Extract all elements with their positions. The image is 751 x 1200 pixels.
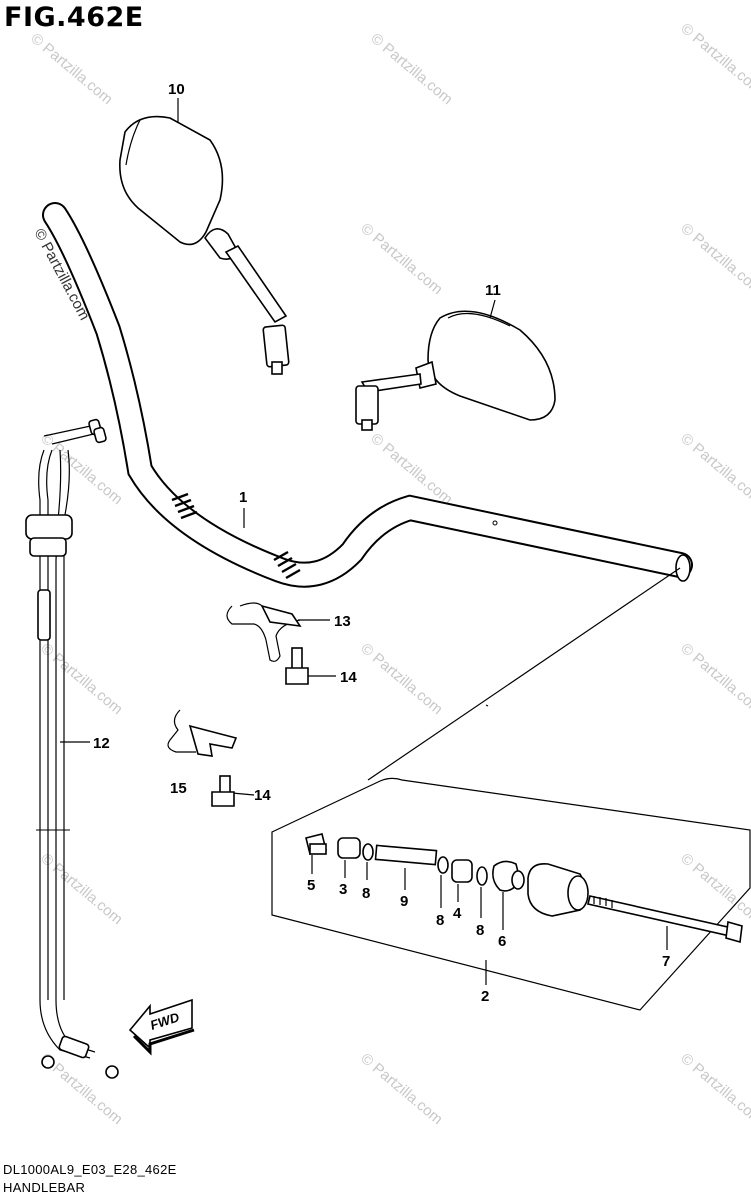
knurl-band — [171, 492, 301, 580]
callout-15: 15 — [170, 780, 187, 797]
callout-8a: 8 — [362, 885, 370, 902]
callout-8c: 8 — [476, 922, 484, 939]
watermark: © Partzilla.com — [37, 640, 125, 718]
callout-3: 3 — [339, 881, 347, 898]
exploded-leaders — [311, 855, 668, 950]
callout-1: 1 — [239, 489, 247, 506]
throttle-cable-part-12 — [25, 418, 119, 1079]
watermark: © Partzilla.com — [677, 430, 751, 508]
watermark: © Partzilla.com — [37, 430, 125, 508]
watermark: © Partzilla.com — [677, 640, 751, 718]
watermark: © Partzilla.com — [27, 30, 115, 108]
leader-lines — [60, 98, 496, 796]
callout-labels: 10 11 1 13 14 12 15 14 5 3 8 9 8 4 8 6 7… — [93, 81, 670, 1005]
callout-13: 13 — [334, 613, 351, 630]
mirror-right-part-11 — [355, 310, 556, 431]
watermark: © Partzilla.com — [677, 220, 751, 298]
callout-12: 12 — [93, 735, 110, 752]
callout-14b: 14 — [254, 787, 271, 804]
callout-8b: 8 — [436, 912, 444, 929]
collar-part-3 — [337, 837, 361, 859]
figure-name: HANDLEBAR — [3, 1180, 86, 1195]
fwd-arrow-icon: FWD — [128, 998, 195, 1056]
balancer-part-2 — [527, 862, 589, 917]
watermark: © Partzilla.com — [677, 850, 751, 928]
callout-10: 10 — [168, 81, 185, 98]
washer-part-8c — [476, 866, 488, 886]
bar-end-parts — [305, 833, 743, 944]
callout-5: 5 — [307, 877, 315, 894]
callout-7: 7 — [662, 953, 670, 970]
bar-end-assembly-box — [271, 567, 751, 1011]
figure-title: FIG.462E — [4, 2, 144, 33]
bolt-part-14-lower — [211, 775, 235, 807]
callout-2: 2 — [481, 988, 489, 1005]
callout-9: 9 — [400, 893, 408, 910]
callout-6: 6 — [498, 933, 506, 950]
callout-11: 11 — [485, 282, 501, 299]
cushion-part-6 — [492, 860, 525, 892]
washer-part-8a — [362, 843, 374, 861]
watermark: © Partzilla.com — [677, 20, 751, 98]
callout-14a: 14 — [340, 669, 357, 686]
clamp-part-13 — [226, 602, 302, 662]
watermark: © Partzilla.com — [37, 850, 125, 928]
watermark: © Partzilla.com — [357, 640, 445, 718]
screw-part-7 — [587, 895, 743, 944]
watermark: © Partzilla.com — [357, 220, 445, 298]
spacer-part-9 — [374, 844, 438, 866]
watermark: © Partzilla.com — [357, 1050, 445, 1128]
collar-part-4 — [451, 859, 473, 883]
callout-4: 4 — [453, 905, 462, 922]
handlebar-part-1 — [42, 202, 693, 588]
watermark: © Partzilla.com — [677, 1050, 751, 1128]
nut-part-5 — [305, 833, 327, 855]
figure-code: DL1000AL9_E03_E28_462E — [3, 1162, 177, 1177]
bracket-part-15 — [167, 709, 238, 757]
mirror-left-part-10 — [119, 115, 290, 375]
bolt-part-14-upper — [285, 647, 309, 685]
washer-part-8b — [437, 856, 449, 874]
watermark: © Partzilla.com — [367, 30, 455, 108]
